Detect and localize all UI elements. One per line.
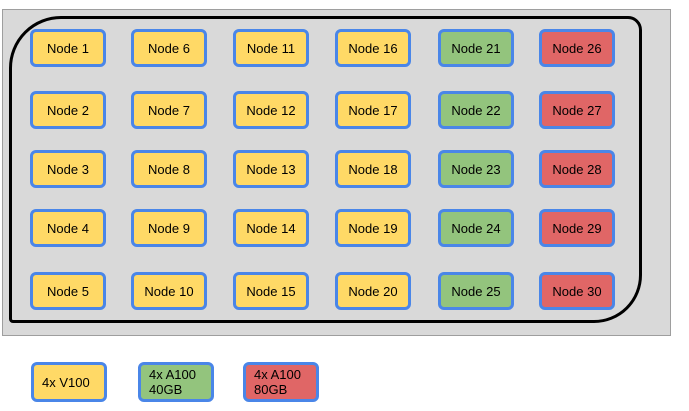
node-box: Node 25 (438, 272, 514, 310)
node-box: Node 16 (335, 29, 411, 67)
node-box: Node 4 (30, 209, 106, 247)
node-box: Node 30 (539, 272, 615, 310)
node-box: Node 14 (233, 209, 309, 247)
node-box: Node 28 (539, 150, 615, 188)
legend-item-label: 80GB (254, 382, 288, 397)
node-box: Node 5 (30, 272, 106, 310)
node-box: Node 18 (335, 150, 411, 188)
node-box: Node 24 (438, 209, 514, 247)
node-box: Node 29 (539, 209, 615, 247)
legend-item-label: 4x V100 (42, 374, 90, 390)
node-box: Node 27 (539, 91, 615, 129)
node-box: Node 19 (335, 209, 411, 247)
legend-item-label: 40GB (149, 382, 183, 397)
legend-item-label: 4x A100 (254, 367, 301, 382)
node-box: Node 12 (233, 91, 309, 129)
node-box: Node 3 (30, 150, 106, 188)
node-box: Node 23 (438, 150, 514, 188)
node-box: Node 7 (131, 91, 207, 129)
node-box: Node 13 (233, 150, 309, 188)
node-box: Node 21 (438, 29, 514, 67)
node-box: Node 11 (233, 29, 309, 67)
legend-item-v100: 4x V100 (31, 362, 107, 402)
node-box: Node 22 (438, 91, 514, 129)
node-box: Node 6 (131, 29, 207, 67)
legend-item-label: 4x A100 (149, 367, 196, 382)
node-box: Node 15 (233, 272, 309, 310)
node-box: Node 17 (335, 91, 411, 129)
node-box: Node 8 (131, 150, 207, 188)
node-box: Node 20 (335, 272, 411, 310)
node-box: Node 2 (30, 91, 106, 129)
node-box: Node 10 (131, 272, 207, 310)
node-box: Node 9 (131, 209, 207, 247)
cluster-boundary (9, 16, 642, 323)
node-box: Node 1 (30, 29, 106, 67)
node-box: Node 26 (539, 29, 615, 67)
